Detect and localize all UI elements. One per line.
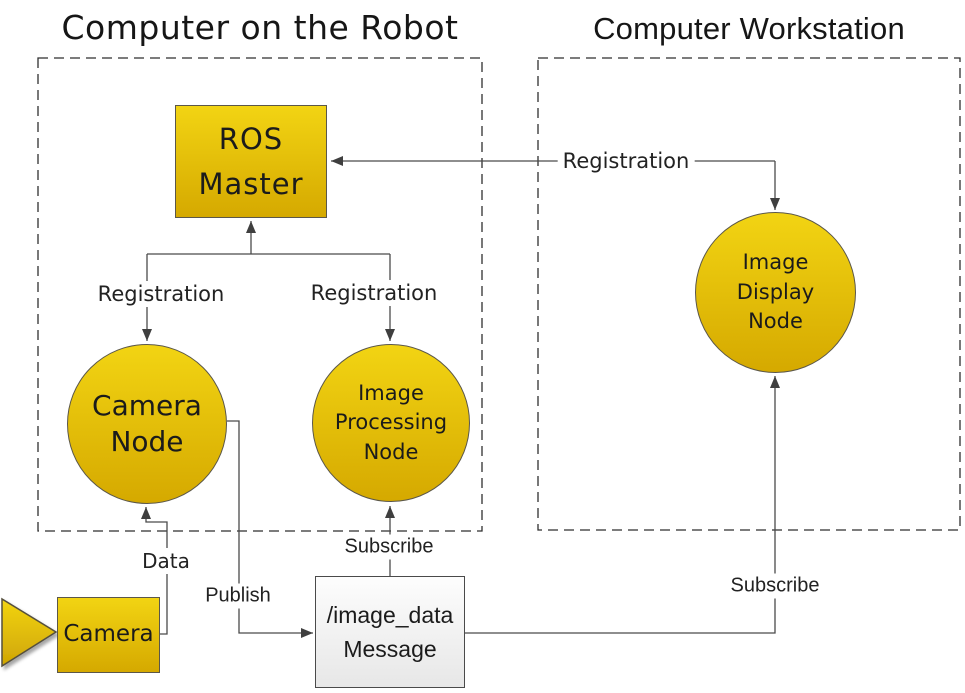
node-image-processing: Image Processing Node	[312, 344, 470, 502]
edge-label-subscribe-processing: Subscribe	[339, 534, 439, 560]
edge-label-publish: Publish	[200, 583, 276, 609]
node-camera-hardware-label: Camera	[63, 621, 154, 648]
edge-label-registration-display: Registration	[557, 148, 695, 174]
edge-label-data: Data	[137, 548, 195, 574]
region-title-robot: Computer on the Robot	[61, 8, 459, 47]
edge-label-registration-processing: Registration	[305, 280, 443, 306]
edge-label-registration-camera: Registration	[92, 281, 230, 307]
node-image-data-message-label: /image_data Message	[326, 601, 454, 663]
edge-data	[141, 507, 168, 635]
node-image-data-message: /image_data Message	[315, 576, 465, 688]
node-ros-master: ROS Master	[175, 105, 327, 218]
node-image-display-label: Image Display Node	[736, 250, 815, 334]
node-camera-node: Camera Node	[67, 344, 227, 504]
region-robot-boundary	[37, 57, 483, 532]
node-image-display: Image Display Node	[695, 212, 856, 373]
edge-publish	[227, 420, 313, 638]
camera-lens-triangle-icon	[1, 597, 58, 668]
edge-label-subscribe-display: Subscribe	[725, 573, 825, 599]
edge-subscribe-display	[465, 376, 780, 634]
region-workstation-boundary	[537, 57, 961, 531]
region-title-workstation: Computer Workstation	[593, 11, 905, 46]
node-image-processing-label: Image Processing Node	[334, 380, 448, 464]
node-camera-hardware: Camera	[57, 597, 160, 673]
node-ros-master-label: ROS Master	[198, 121, 304, 201]
node-camera-node-label: Camera Node	[92, 388, 202, 458]
